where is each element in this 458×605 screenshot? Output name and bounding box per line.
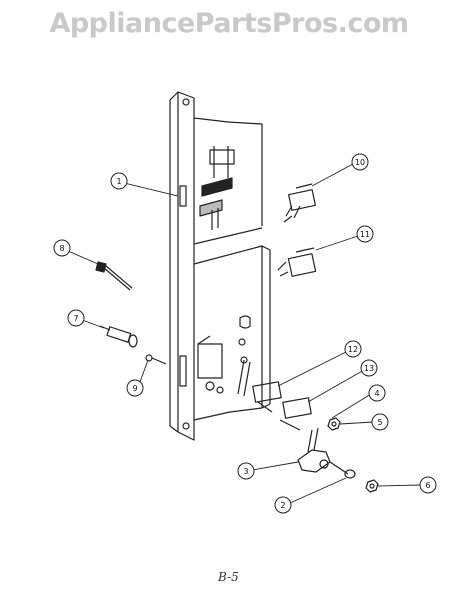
micro-switch-12 bbox=[252, 381, 282, 413]
callout-2 bbox=[274, 496, 292, 514]
callout-13 bbox=[360, 359, 378, 377]
actuator-lever bbox=[297, 427, 349, 475]
callout-8 bbox=[53, 239, 71, 257]
screw-9 bbox=[145, 354, 167, 365]
leader-lines bbox=[67, 163, 421, 504]
callout-label-13: 13 bbox=[364, 364, 374, 373]
back-plate bbox=[193, 117, 271, 421]
callout-label-8: 8 bbox=[59, 244, 64, 253]
callout-label-1: 1 bbox=[116, 177, 121, 186]
callout-label-11: 11 bbox=[360, 230, 370, 239]
callout-label-3: 3 bbox=[243, 467, 248, 476]
callout-label-10: 10 bbox=[355, 158, 365, 167]
micro-switch-13 bbox=[279, 397, 312, 431]
micro-switch-11 bbox=[277, 247, 317, 277]
callout-5 bbox=[371, 413, 389, 431]
callout-9 bbox=[126, 379, 144, 397]
callout-7 bbox=[67, 309, 85, 327]
callout-1 bbox=[110, 172, 128, 190]
nut-6 bbox=[365, 479, 379, 493]
switch-mount-tabs bbox=[199, 146, 235, 230]
callout-6 bbox=[419, 476, 437, 494]
micro-switch-10 bbox=[283, 183, 317, 223]
page-code: B-5 bbox=[218, 570, 239, 584]
screw-8 bbox=[95, 261, 133, 291]
watermark-text: AppliancePartsPros.com bbox=[49, 8, 409, 39]
callout-label-9: 9 bbox=[132, 384, 137, 393]
callout-3 bbox=[237, 462, 255, 480]
callout-10 bbox=[351, 153, 369, 171]
callout-12 bbox=[344, 340, 362, 358]
back-plate-features bbox=[197, 315, 251, 397]
callout-11 bbox=[356, 225, 374, 243]
callout-label-12: 12 bbox=[348, 345, 358, 354]
nut-5 bbox=[327, 417, 341, 431]
washer-2 bbox=[344, 469, 356, 479]
callout-label-5: 5 bbox=[377, 418, 382, 427]
callout-numbers: 1 2 3 4 5 6 7 8 9 10 11 12 13 bbox=[59, 158, 430, 510]
callout-circles bbox=[53, 153, 437, 514]
callout-label-4: 4 bbox=[374, 389, 379, 398]
callout-label-7: 7 bbox=[73, 314, 78, 323]
pin-7 bbox=[99, 325, 138, 348]
panel-bracket bbox=[169, 91, 195, 441]
callout-4 bbox=[368, 384, 386, 402]
callout-label-2: 2 bbox=[280, 501, 285, 510]
callout-label-6: 6 bbox=[425, 481, 430, 490]
